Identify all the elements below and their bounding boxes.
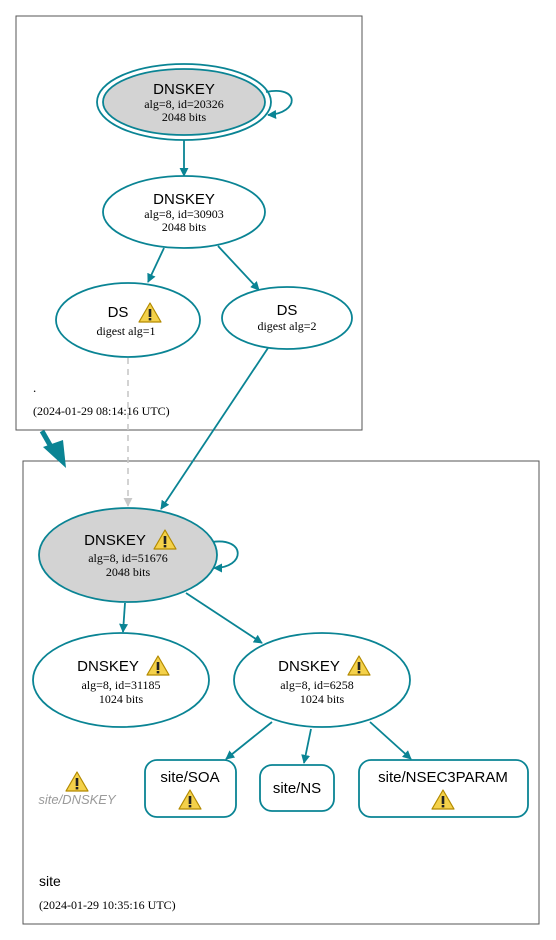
zone-root-box	[15, 15, 363, 431]
node-site-dnskey-6258[interactable]: DNSKEY alg=8, id=6258 1024 bits	[233, 632, 411, 728]
edge-root-ksk-self	[265, 89, 293, 119]
zone-root-timestamp: (2024-01-29 08:14:16 UTC)	[33, 404, 170, 418]
rrset-site-nsec3param[interactable]: site/NSEC3PARAM	[358, 759, 529, 818]
node-root-zsk[interactable]: DNSKEY alg=8, id=30903 2048 bits	[102, 175, 266, 249]
node-title: DNSKEY	[84, 532, 146, 549]
warning-icon	[65, 771, 89, 792]
rrset-site-soa[interactable]: site/SOA	[144, 759, 237, 818]
edge-6258-to-ns	[301, 728, 312, 764]
edge-6258-to-soa	[225, 721, 273, 760]
rrset-site-ns[interactable]: site/NS	[259, 764, 335, 812]
node-title: DS	[108, 304, 129, 321]
node-detail: digest alg=2	[257, 319, 316, 333]
edge-zsk-to-ds1	[147, 247, 165, 283]
node-ds-2[interactable]: DS digest alg=2	[221, 286, 353, 350]
zone-site-name: site	[39, 873, 61, 889]
edge-site-ksk-to-6258	[185, 592, 263, 644]
edge-ds2-to-site-ksk	[160, 347, 269, 510]
zone-site-box	[22, 460, 540, 925]
node-detail: alg=8, id=20326	[144, 97, 224, 111]
node-size: 2048 bits	[162, 220, 207, 234]
node-detail: digest alg=1	[96, 324, 155, 338]
edge-site-ksk-self	[211, 540, 239, 573]
edge-site-ksk-to-31185	[119, 602, 129, 633]
node-root-ksk[interactable]: DNSKEY alg=8, id=20326 2048 bits	[96, 63, 272, 141]
node-detail: alg=8, id=6258	[280, 678, 354, 692]
node-detail: alg=8, id=31185	[81, 678, 160, 692]
delegation-arrow-head	[43, 440, 66, 468]
node-size: 1024 bits	[300, 692, 345, 706]
site-dnskey-warning[interactable]: site/DNSKEY	[38, 771, 117, 807]
node-size: 1024 bits	[99, 692, 144, 706]
zone-root-name: .	[33, 380, 36, 395]
node-size: 2048 bits	[106, 565, 151, 579]
edge-zsk-to-ds2	[217, 245, 260, 291]
node-title: DNSKEY	[153, 191, 215, 208]
rrset-label: site/NSEC3PARAM	[378, 769, 508, 786]
node-ds-1[interactable]: DS digest alg=1	[55, 282, 201, 358]
site-dnskey-label: site/DNSKEY	[38, 792, 117, 807]
node-title: DS	[277, 302, 298, 319]
node-title: DNSKEY	[153, 81, 215, 98]
rrset-label: site/NS	[273, 780, 321, 797]
node-detail: alg=8, id=30903	[144, 207, 224, 221]
zone-site-timestamp: (2024-01-29 10:35:16 UTC)	[39, 898, 176, 912]
node-detail: alg=8, id=51676	[88, 551, 168, 565]
edge-6258-to-nsec3param	[369, 721, 412, 760]
node-title: DNSKEY	[278, 658, 340, 675]
node-site-dnskey-31185[interactable]: DNSKEY alg=8, id=31185 1024 bits	[32, 632, 210, 728]
node-title: DNSKEY	[77, 658, 139, 675]
node-size: 2048 bits	[162, 110, 207, 124]
rrset-label: site/SOA	[160, 769, 219, 786]
node-site-ksk[interactable]: DNSKEY alg=8, id=51676 2048 bits	[38, 507, 218, 603]
